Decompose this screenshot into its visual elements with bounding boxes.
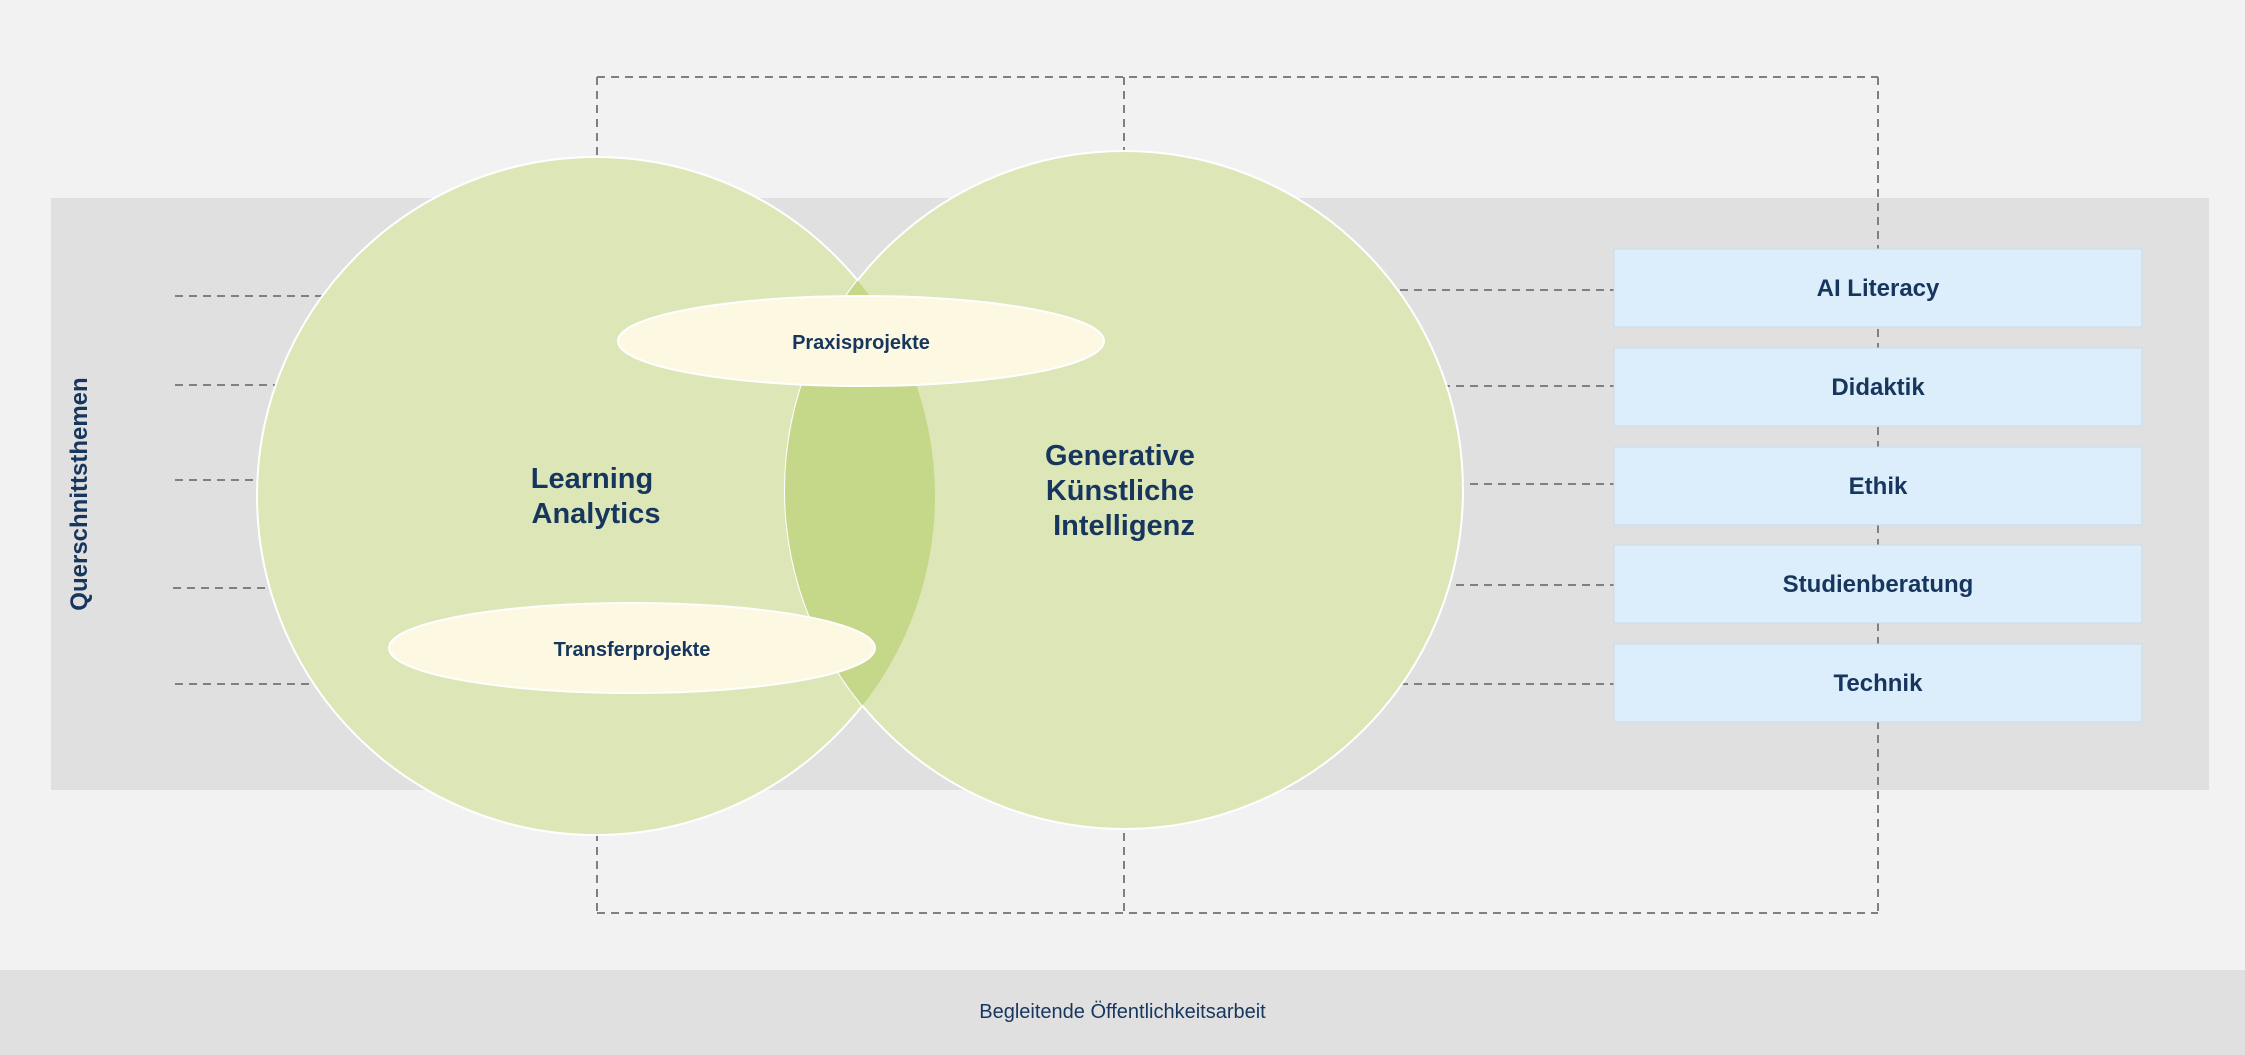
topic-box [1613,248,2143,328]
topic-box [1613,446,2143,526]
praxis-projects-label: Praxisprojekte [792,332,930,354]
topic-label: Technik [1834,670,1924,697]
footer-label: Begleitende Öffentlichkeitsarbeit [979,1001,1266,1023]
footer-bar: Begleitende Öffentlichkeitsarbeit [0,970,2245,1055]
transfer-projects-label: Transferprojekte [554,639,711,661]
topic-label: Didaktik [1831,374,1925,401]
topic-label: Ethik [1849,473,1908,500]
learning-analytics-label: Learning Analytics [531,463,662,530]
venn-diagram: Learning Analytics Generative Künstliche… [51,76,2209,914]
topic-box [1613,347,2143,427]
cross-topics-label: Querschnittsthemen [66,377,93,610]
transfer-projects-ellipse [388,602,876,694]
generative-ai-label: Generative Künstliche Intelligenz [1045,440,1203,542]
dashed-frame [596,76,1879,914]
topic-box [1613,643,2143,723]
praxis-projects-ellipse [617,295,1105,387]
topic-box [1613,544,2143,624]
topic-list: AI Literacy Didaktik Ethik Studienberatu… [1613,248,2143,723]
topic-label: AI Literacy [1817,275,1940,302]
topic-label: Studienberatung [1783,571,1974,598]
